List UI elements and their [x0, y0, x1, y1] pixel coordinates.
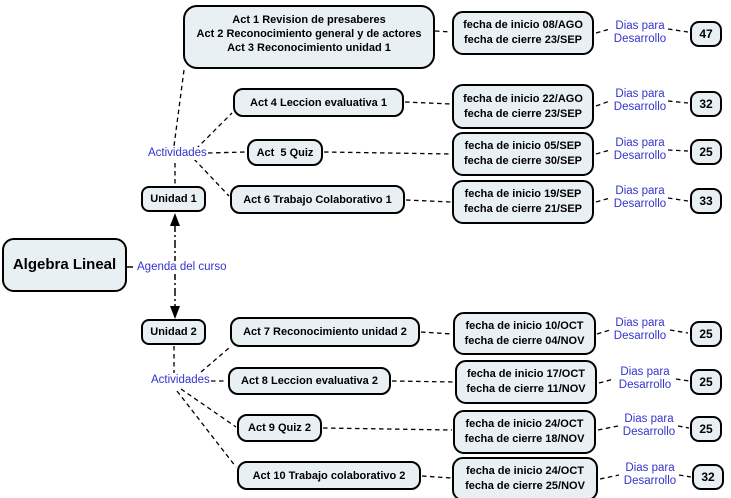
- act1-label: Act 1 Revision de presaberes: [232, 14, 386, 26]
- days-value: 47: [699, 27, 713, 41]
- activity-node-act4[interactable]: Act 4 Leccion evaluativa 1: [233, 88, 404, 117]
- days-node-row0[interactable]: 47: [690, 21, 722, 47]
- dias-line2: Desarrollo: [622, 425, 676, 438]
- fecha-cierre: fecha de cierre 23/SEP: [463, 34, 582, 46]
- dias-line1: Dias para: [624, 413, 674, 425]
- days-node-row1[interactable]: 32: [690, 91, 722, 117]
- course-title: Algebra Lineal: [12, 256, 117, 273]
- dias-line1: Dias para: [615, 137, 665, 149]
- arrow-down-icon: [170, 306, 180, 319]
- activity-node-act8[interactable]: Act 8 Leccion evaluativa 2: [228, 367, 391, 395]
- unit-2-node[interactable]: Unidad 2: [141, 319, 206, 345]
- days-node-row6[interactable]: 25: [690, 416, 722, 442]
- date-node-row6[interactable]: fecha de inicio 24/OCT fecha de cierre 1…: [453, 410, 596, 454]
- dias-label-row3[interactable]: Dias para Desarrollo: [611, 185, 669, 210]
- dias-label-row1[interactable]: Dias para Desarrollo: [611, 88, 669, 113]
- act8-label: Act 8 Leccion evaluativa 2: [241, 375, 378, 387]
- activity-node-act10[interactable]: Act 10 Trabajo colaborativo 2: [237, 461, 421, 490]
- dias-label-row0[interactable]: Dias para Desarrollo: [611, 20, 669, 45]
- days-value: 25: [699, 375, 713, 389]
- days-value: 25: [699, 327, 713, 341]
- actividades-label-unit1[interactable]: Actividades: [147, 147, 208, 160]
- act2-label: Act 2 Reconocimiento general y de actore…: [196, 28, 422, 40]
- act5-label: Act 5 Quiz: [256, 146, 314, 159]
- dias-label-row5[interactable]: Dias para Desarrollo: [616, 366, 674, 391]
- fecha-inicio: fecha de inicio 24/OCT: [466, 465, 584, 477]
- dias-label-row6[interactable]: Dias para Desarrollo: [620, 413, 678, 438]
- activity-node-act9[interactable]: Act 9 Quiz 2: [237, 414, 322, 442]
- course-node[interactable]: Algebra Lineal: [2, 238, 127, 292]
- fecha-cierre: fecha de cierre 18/NOV: [464, 433, 585, 445]
- fecha-inicio: fecha de inicio 24/OCT: [465, 418, 584, 430]
- fecha-inicio: fecha de inicio 05/SEP: [464, 140, 582, 152]
- date-node-row4[interactable]: fecha de inicio 10/OCT fecha de cierre 0…: [453, 312, 596, 355]
- actividades-label-unit2[interactable]: Actividades: [150, 374, 211, 387]
- days-value: 33: [699, 194, 713, 208]
- act4-label: Act 4 Leccion evaluativa 1: [250, 96, 387, 109]
- unit-1-label: Unidad 1: [150, 193, 197, 205]
- days-node-row5[interactable]: 25: [690, 369, 722, 395]
- dias-line2: Desarrollo: [613, 329, 667, 342]
- act6-label: Act 6 Trabajo Colaborativo 1: [243, 193, 392, 206]
- fecha-cierre: fecha de cierre 11/NOV: [466, 383, 586, 395]
- days-node-row2[interactable]: 25: [690, 139, 722, 165]
- fecha-inicio: fecha de inicio 17/OCT: [467, 368, 585, 380]
- act7-label: Act 7 Reconocimiento unidad 2: [243, 326, 407, 338]
- act10-label: Act 10 Trabajo colaborativo 2: [252, 469, 406, 482]
- dias-label-row7[interactable]: Dias para Desarrollo: [621, 462, 679, 487]
- days-node-row4[interactable]: 25: [690, 321, 722, 347]
- unit-1-node[interactable]: Unidad 1: [141, 186, 206, 212]
- days-value: 32: [701, 470, 715, 484]
- fecha-cierre: fecha de cierre 25/NOV: [465, 480, 585, 492]
- act3-label: Act 3 Reconocimiento unidad 1: [227, 42, 391, 54]
- dias-line2: Desarrollo: [618, 378, 672, 391]
- dias-line2: Desarrollo: [613, 100, 667, 113]
- fecha-cierre: fecha de cierre 04/NOV: [464, 334, 585, 347]
- fecha-cierre: fecha de cierre 23/SEP: [463, 107, 582, 120]
- days-value: 25: [699, 422, 713, 436]
- dias-line1: Dias para: [615, 88, 665, 100]
- dias-label-row4[interactable]: Dias para Desarrollo: [611, 317, 669, 342]
- agenda-label[interactable]: Agenda del curso: [136, 261, 228, 274]
- activity-node-act6[interactable]: Act 6 Trabajo Colaborativo 1: [230, 185, 405, 214]
- days-node-row3[interactable]: 33: [690, 188, 722, 214]
- activity-node-act7[interactable]: Act 7 Reconocimiento unidad 2: [230, 317, 420, 347]
- activity-node-act1-3[interactable]: Act 1 Revision de presaberes Act 2 Recon…: [183, 5, 435, 69]
- dias-line1: Dias para: [615, 317, 665, 329]
- fecha-inicio: fecha de inicio 08/AGO: [463, 19, 583, 31]
- days-node-row7[interactable]: 32: [692, 464, 724, 490]
- date-node-row3[interactable]: fecha de inicio 19/SEP fecha de cierre 2…: [452, 180, 594, 224]
- date-node-row0[interactable]: fecha de inicio 08/AGO fecha de cierre 2…: [452, 11, 594, 55]
- fecha-inicio: fecha de inicio 22/AGO: [463, 92, 583, 105]
- date-node-row5[interactable]: fecha de inicio 17/OCT fecha de cierre 1…: [455, 360, 597, 404]
- date-node-row2[interactable]: fecha de inicio 05/SEP fecha de cierre 3…: [452, 132, 594, 176]
- fecha-cierre: fecha de cierre 21/SEP: [463, 203, 582, 215]
- dias-line2: Desarrollo: [613, 32, 667, 45]
- dias-line2: Desarrollo: [613, 149, 667, 162]
- dias-line1: Dias para: [615, 185, 665, 197]
- unit-2-label: Unidad 2: [150, 326, 197, 338]
- date-node-row7[interactable]: fecha de inicio 24/OCT fecha de cierre 2…: [452, 457, 598, 498]
- fecha-inicio: fecha de inicio 19/SEP: [464, 188, 582, 200]
- days-value: 25: [699, 145, 713, 159]
- dias-line1: Dias para: [620, 366, 670, 378]
- fecha-cierre: fecha de cierre 30/SEP: [463, 155, 582, 167]
- activity-node-act5[interactable]: Act 5 Quiz: [247, 139, 323, 166]
- date-node-row1[interactable]: fecha de inicio 22/AGO fecha de cierre 2…: [452, 84, 594, 129]
- dias-line2: Desarrollo: [613, 197, 667, 210]
- dias-line1: Dias para: [625, 462, 675, 474]
- dias-label-row2[interactable]: Dias para Desarrollo: [611, 137, 669, 162]
- dias-line2: Desarrollo: [623, 474, 677, 487]
- arrow-up-icon: [170, 213, 180, 226]
- days-value: 32: [699, 97, 713, 111]
- dias-line1: Dias para: [615, 20, 665, 32]
- act9-label: Act 9 Quiz 2: [248, 422, 311, 434]
- fecha-inicio: fecha de inicio 10/OCT: [465, 319, 584, 332]
